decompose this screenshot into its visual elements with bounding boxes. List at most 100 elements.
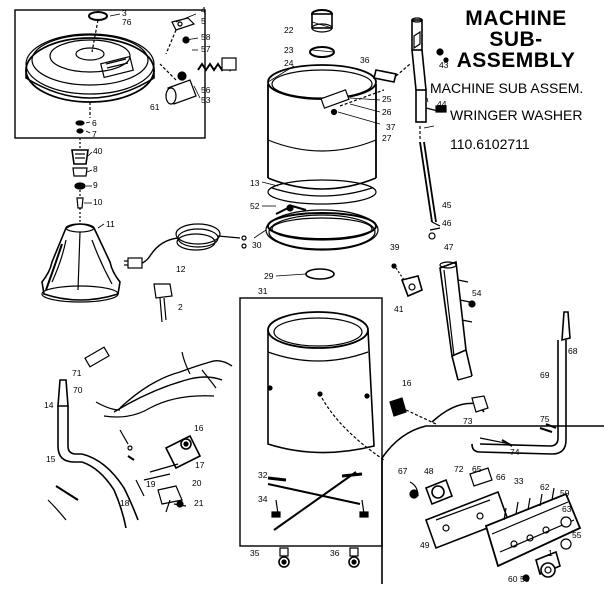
callout-40: 40 (93, 146, 103, 156)
wringer-bracket (373, 63, 411, 83)
title-block: MACHINE SUB- ASSEMBLY (430, 8, 602, 71)
callout-24: 24 (284, 58, 294, 68)
wiring-harness (84, 346, 233, 451)
callout-66: 66 (496, 472, 506, 482)
callout-58: 58 (201, 32, 211, 42)
callout-26: 26 (382, 107, 392, 117)
callout-7: 7 (92, 129, 97, 139)
callout-57: 57 (201, 44, 211, 54)
callout-74: 74 (510, 447, 520, 457)
callout-31: 31 (258, 286, 268, 296)
motor-plug (153, 283, 173, 323)
callout-43: 43 (439, 60, 449, 70)
drain-hose (471, 311, 571, 455)
callout-56: 56 (201, 85, 211, 95)
callout-29: 29 (264, 271, 274, 281)
callout-22: 22 (284, 25, 294, 35)
callout-55: 55 (572, 530, 582, 540)
agitator-hub-stack (71, 120, 89, 222)
callout-8: 8 (93, 164, 98, 174)
callout-14: 14 (44, 400, 54, 410)
callout-11: 11 (106, 219, 115, 229)
callout-25: 25 (382, 94, 392, 104)
callout-54: 54 (472, 288, 482, 298)
callout-18: 18 (120, 498, 130, 508)
callout-21: 21 (194, 498, 204, 508)
part-number: 110.6102711 (450, 136, 530, 152)
tub-ring (265, 204, 379, 280)
leader-lines (84, 13, 435, 277)
callout-12: 12 (176, 264, 186, 274)
callout-60: 60 (508, 574, 518, 584)
callout-71: 71 (72, 368, 82, 378)
cabinet-box (239, 297, 385, 568)
callout-15: 15 (46, 454, 56, 464)
callout-76: 76 (122, 17, 132, 27)
callout-20: 20 (192, 478, 202, 488)
drain-channel (439, 260, 476, 381)
callout-63: 63 (562, 504, 572, 514)
title-line-2: SUB- (489, 28, 543, 51)
callout-68: 68 (568, 346, 578, 356)
lid-assembly-group (14, 9, 237, 139)
title-line-1: MACHINE (465, 7, 567, 30)
callout-3: 3 (122, 8, 127, 18)
callout-35: 35 (250, 548, 260, 558)
callout-44: 44 (437, 99, 447, 109)
callout-10: 10 (93, 197, 103, 207)
callout-73: 73 (463, 416, 473, 426)
callout-48: 48 (424, 466, 434, 476)
callout-9: 9 (93, 180, 98, 190)
callout-labels: 3 76 4 5 58 57 56 53 61 6 7 40 8 9 10 11… (44, 5, 582, 584)
fill-hose (47, 379, 139, 529)
outer-tub (267, 9, 385, 205)
callout-52: 52 (250, 201, 260, 211)
power-cord (124, 223, 247, 269)
motor-switch-parts (135, 434, 202, 513)
control-panel-inset (381, 425, 604, 584)
callout-33: 33 (514, 476, 524, 486)
pump-bracket (391, 263, 423, 298)
callout-39: 39 (390, 242, 400, 252)
drain-hose-clamp (431, 395, 513, 447)
drain-valve (389, 397, 437, 425)
callout-61: 61 (150, 102, 160, 112)
callout-36b: 36 (330, 548, 340, 558)
callout-32: 32 (258, 470, 268, 480)
callout-16b: 16 (194, 423, 204, 433)
callout-53: 53 (201, 95, 211, 105)
callout-5: 5 (201, 16, 206, 26)
callout-16a: 16 (402, 378, 412, 388)
callout-30: 30 (252, 240, 262, 250)
callout-19: 19 (146, 479, 156, 489)
callout-27: 27 (382, 133, 392, 143)
callout-62: 62 (540, 482, 550, 492)
callout-72: 72 (454, 464, 464, 474)
callout-34: 34 (258, 494, 268, 504)
subtitle-assembly: MACHINE SUB ASSEM. (430, 80, 584, 96)
callout-2: 2 (178, 302, 183, 312)
agitator (41, 223, 121, 303)
wringer-post (411, 17, 449, 240)
callout-45: 45 (442, 200, 452, 210)
callout-41: 41 (394, 304, 404, 314)
callout-69: 69 (540, 370, 550, 380)
callout-50: 50 (520, 574, 530, 584)
callout-49: 49 (420, 540, 430, 550)
callout-67: 67 (398, 466, 408, 476)
callout-37: 37 (386, 122, 396, 132)
callout-75: 75 (540, 414, 550, 424)
callout-36a: 36 (360, 55, 370, 65)
callout-70: 70 (73, 385, 83, 395)
callout-13: 13 (250, 178, 260, 188)
callout-17: 17 (195, 460, 205, 470)
title-line-3: ASSEMBLY (456, 49, 576, 72)
callout-1: 1 (548, 548, 553, 558)
callout-4: 4 (201, 5, 206, 15)
callout-59: 59 (560, 488, 570, 498)
callout-65: 65 (472, 464, 482, 474)
callout-47: 47 (444, 242, 454, 252)
callout-23: 23 (284, 45, 294, 55)
